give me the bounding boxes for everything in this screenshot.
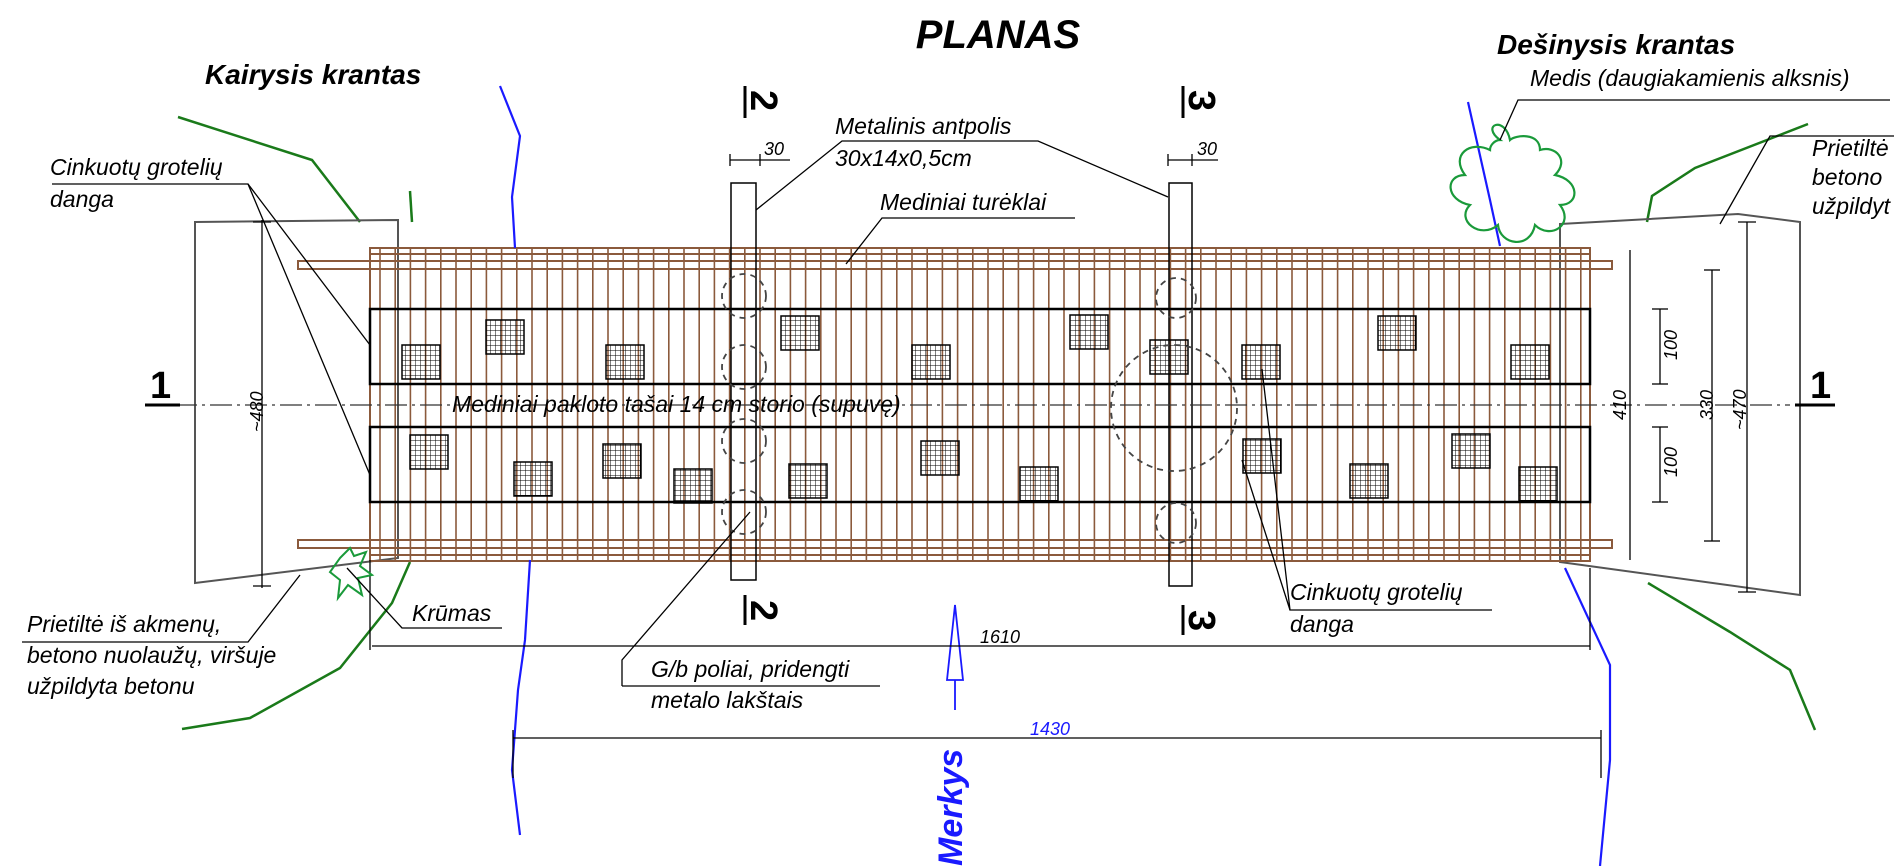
section-markers: [145, 86, 1835, 635]
deck-label: Mediniai pakloto tašai 14 cm storio (sup…: [452, 391, 901, 417]
grating-patch: [409, 434, 449, 470]
antpolis-label-1: Metalinis antpolis: [835, 113, 1012, 139]
pile-left: [730, 182, 757, 581]
grating-top-label-1: Cinkuotų grotelių: [50, 154, 223, 180]
river-lines: [498, 85, 1612, 866]
dim-right-410: 410: [1610, 390, 1630, 420]
pile-right: [1168, 182, 1193, 587]
grating-patch: [920, 440, 960, 476]
abutment-left-label-1: Prietiltė iš akmenų,: [27, 611, 221, 637]
dim-right-100-top: 100: [1661, 330, 1681, 360]
main-beams: [368, 307, 1592, 504]
grating-patch: [1377, 315, 1417, 351]
abutment-right-label-3: užpildyt: [1812, 193, 1892, 219]
grating-patch: [1241, 344, 1281, 380]
piles: [730, 182, 1193, 587]
section-3-bottom: 3: [1180, 610, 1222, 631]
tree-label: Medis (daugiakamienis alksnis): [1530, 65, 1850, 91]
section-3-top: 3: [1180, 90, 1222, 111]
abutment-left-label-2: betono nuolaužų, viršuje: [27, 642, 276, 668]
grating-bottom-label-1: Cinkuotų grotelių: [1290, 579, 1463, 605]
abutment-right-label-1: Prietiltė: [1812, 135, 1889, 161]
beam-bottom: [368, 425, 1592, 504]
pile-circles: [721, 273, 1238, 544]
right-abutment: [1559, 212, 1801, 597]
grating-patch: [1451, 433, 1491, 469]
dim-bridge-length: 1610: [980, 627, 1020, 647]
grating-patches: [401, 314, 1558, 504]
left-abutment: [194, 218, 399, 585]
dim-pile-width-right: 30: [1197, 139, 1217, 159]
grating-bottom-label-2: danga: [1290, 611, 1354, 637]
section-1-left: 1: [150, 365, 171, 407]
grating-patch: [513, 461, 553, 497]
grating-patch: [1019, 466, 1059, 502]
river-flow-arrow: [945, 604, 965, 710]
dimension-lines: [253, 154, 1756, 778]
grating-patch: [911, 344, 951, 380]
plan-title: PLANAS: [916, 13, 1081, 57]
tree-icon: [1449, 123, 1576, 243]
grating-top-label-2: danga: [50, 186, 114, 212]
section-2-top: 2: [742, 90, 784, 111]
dim-right-330: 330: [1697, 390, 1717, 420]
dim-pile-width-left: 30: [764, 139, 784, 159]
grating-patch: [602, 443, 642, 479]
grating-patch: [605, 344, 645, 380]
grating-patch: [788, 463, 828, 499]
piles-label-1: G/b poliai, pridengti: [651, 656, 850, 682]
bush-icon: [328, 546, 375, 602]
grating-patch: [780, 315, 820, 351]
railing-top: [297, 260, 1613, 270]
leader-lines: [22, 99, 1894, 687]
antpolis-label-2: 30x14x0,5cm: [835, 145, 972, 171]
grating-patch: [485, 319, 525, 355]
railings: [297, 260, 1613, 549]
bush-label: Krūmas: [412, 600, 492, 626]
dim-river-width: 1430: [1030, 719, 1070, 739]
left-bank-label: Kairysis krantas: [205, 59, 421, 90]
grating-patch: [1242, 438, 1282, 474]
grating-patch: [1518, 466, 1558, 502]
right-bank-label: Dešinysis krantas: [1497, 29, 1735, 60]
railing-label: Mediniai turėklai: [880, 189, 1047, 215]
piles-label-2: metalo lakštais: [651, 687, 804, 713]
railing-bottom: [297, 539, 1613, 549]
grating-patch: [673, 468, 713, 504]
dim-right-470: ~470: [1730, 389, 1750, 430]
section-1-right: 1: [1810, 365, 1831, 407]
grating-patch: [1510, 344, 1550, 380]
grating-patch: [1069, 314, 1109, 350]
abutment-right-label-2: betono: [1812, 164, 1883, 190]
dim-right-100-bottom: 100: [1661, 447, 1681, 477]
abutment-left-label-3: užpildyta betonu: [27, 673, 195, 699]
beam-top: [368, 307, 1592, 386]
bank-lines: [177, 115, 1817, 731]
river-name: Merkys: [932, 749, 970, 866]
section-2-bottom: 2: [742, 600, 784, 621]
grating-patch: [1349, 463, 1389, 499]
dim-left-abutment: ~480: [247, 391, 267, 432]
grating-patch: [401, 344, 441, 380]
